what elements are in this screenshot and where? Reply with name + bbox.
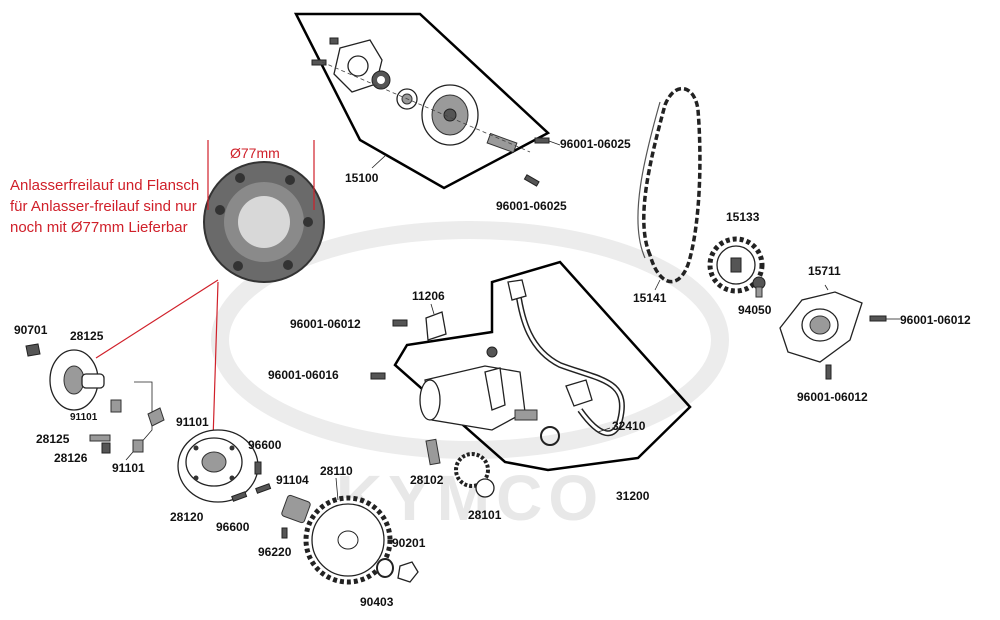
needle-bearing: [281, 494, 311, 524]
availability-note: Anlasserfreilauf und Flansch für Anlasse…: [10, 177, 200, 236]
starter-driven-gear: [303, 495, 393, 585]
label-28126: 28126: [54, 451, 88, 465]
label-90701: 90701: [14, 323, 48, 337]
label-96001-06012-b: 96001-06012: [290, 317, 361, 331]
label-28101: 28101: [468, 508, 502, 522]
label-28120: 28120: [170, 510, 204, 524]
label-96600-a: 96600: [248, 438, 282, 452]
label-90201: 90201: [392, 536, 426, 550]
label-96001-06025-a: 96001-06025: [560, 137, 631, 151]
cable-bracket: [392, 311, 447, 341]
label-15141: 15141: [633, 291, 667, 305]
idle-gear: [454, 452, 495, 498]
label-96220: 96220: [258, 545, 292, 559]
label-11206: 11206: [412, 289, 445, 303]
dimension-77mm: Ø77mm: [230, 145, 280, 161]
starter-clutch-photo: [203, 161, 325, 283]
label-15133: 15133: [726, 210, 760, 224]
frame-oil-pump: [293, 12, 551, 190]
label-94050: 94050: [738, 303, 772, 317]
idle-gear-shaft: [425, 438, 441, 466]
drive-sprocket: [707, 236, 765, 294]
label-32410: 32410: [612, 419, 646, 433]
label-15100: 15100: [345, 171, 379, 185]
label-31200: 31200: [616, 489, 650, 503]
label-96001-06025-b: 96001-06025: [496, 199, 567, 213]
starter-clutch-flange: [49, 349, 105, 411]
label-28110: 28110: [320, 464, 353, 478]
label-91101-b: 91101: [112, 461, 145, 475]
label-96600-b: 96600: [216, 520, 250, 534]
label-96001-06012-c: 96001-06012: [797, 390, 868, 404]
label-28125-a: 28125: [70, 329, 104, 343]
sprocket-nut: [752, 276, 766, 298]
label-96001-06012-a: 96001-06012: [900, 313, 971, 327]
label-96001-06016: 96001-06016: [268, 368, 339, 382]
label-90403: 90403: [360, 595, 394, 609]
label-28125-b: 28125: [36, 432, 70, 446]
washer-and-nut: [376, 558, 419, 583]
chain-guide-plate: [779, 291, 863, 363]
oil-pump-assembly: [311, 37, 550, 187]
label-91104: 91104: [276, 473, 309, 487]
label-91101-a: 91101: [70, 412, 98, 423]
label-91101-c: 91101: [176, 415, 209, 429]
label-28102: 28102: [410, 473, 444, 487]
frame-starter-motor: [393, 260, 692, 472]
starter-clutch-body: [177, 429, 259, 503]
starter-motor: [370, 346, 538, 431]
chain: [637, 86, 702, 284]
starter-cable: [507, 279, 625, 437]
label-15711: 15711: [808, 264, 841, 278]
